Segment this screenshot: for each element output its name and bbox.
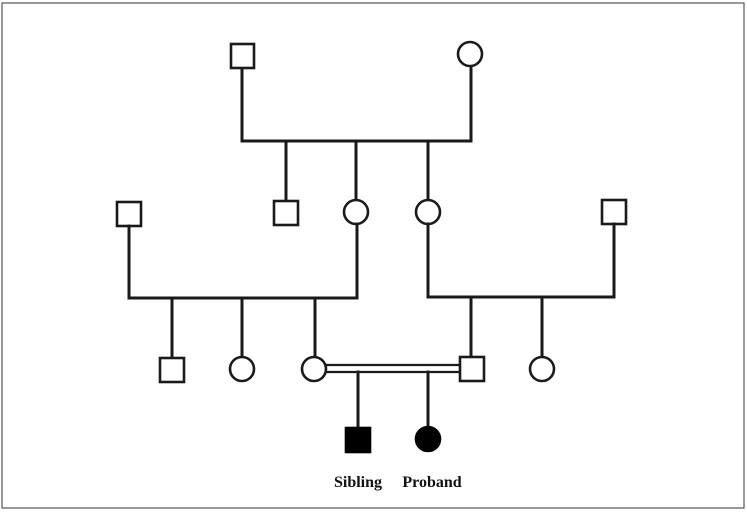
- gen1-father-square: [229, 42, 256, 70]
- gen3-cousin-daughter-circle: [528, 355, 556, 383]
- gen3-father-square: [458, 355, 486, 383]
- gen2-spouse-left-square: [115, 200, 143, 228]
- gen2-spouse-right-square: [600, 198, 628, 226]
- gen3-mother-circle: [300, 355, 328, 383]
- sibling-affected-square: [344, 426, 372, 454]
- gen1-mother-circle: [456, 40, 484, 68]
- sibling-label: Sibling: [334, 474, 382, 491]
- gen3-son-square: [158, 356, 186, 384]
- gen3-daughter1-circle: [228, 355, 256, 383]
- gen2-daughter1-circle: [342, 198, 370, 226]
- proband-label: Proband: [402, 474, 461, 491]
- gen2-daughter2-circle: [414, 198, 442, 226]
- gen2-son-square: [272, 199, 300, 227]
- proband-affected-circle: [414, 425, 442, 453]
